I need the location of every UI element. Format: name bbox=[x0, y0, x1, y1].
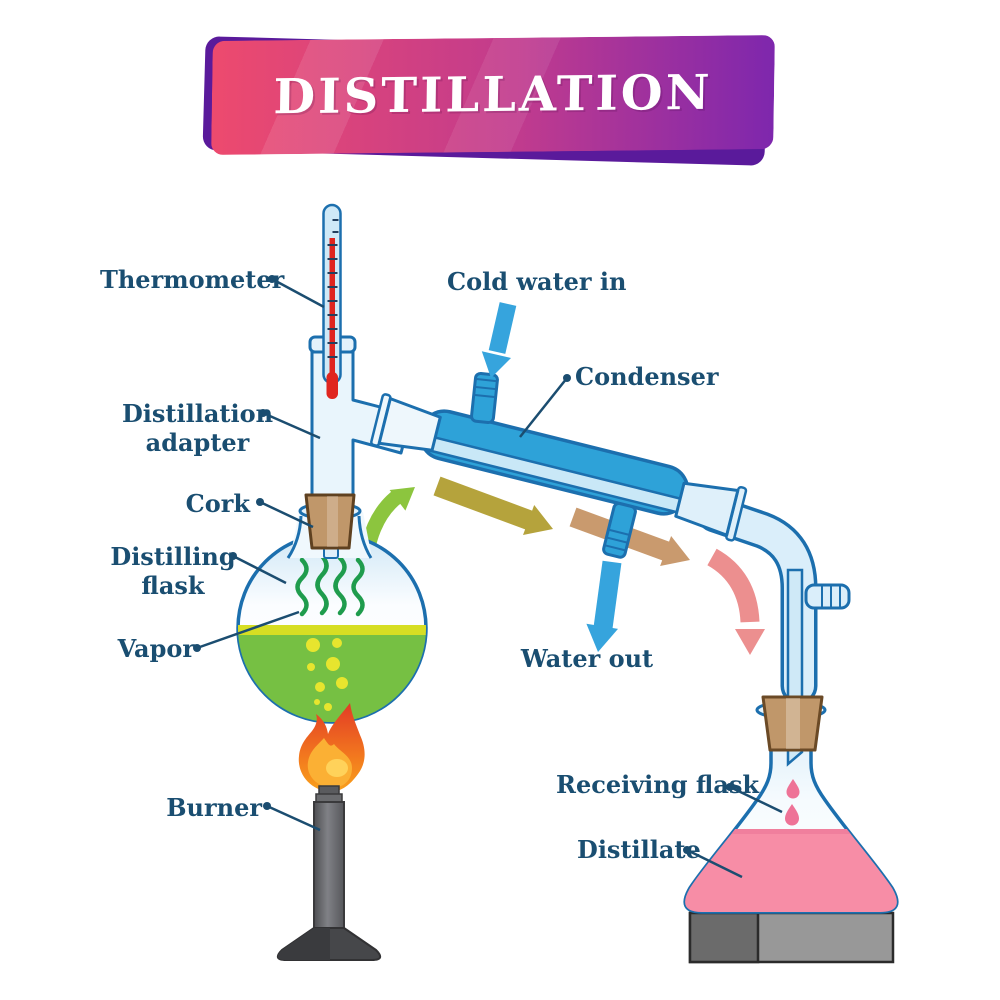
condenser-left-joint bbox=[370, 393, 442, 452]
receiving-flask-graphic bbox=[683, 568, 899, 914]
label-distillate: Distillate bbox=[577, 835, 701, 864]
droplet-icon bbox=[785, 804, 799, 826]
label-cork: Cork bbox=[185, 489, 250, 518]
vapor-rise-arrow-green-icon bbox=[361, 487, 415, 546]
water-inlet-nozzle bbox=[470, 371, 499, 425]
vapor-squiggles bbox=[295, 553, 365, 617]
thermometer-graphic bbox=[322, 203, 342, 399]
water-out-arrow-icon bbox=[586, 560, 622, 652]
condenser-right-joint bbox=[674, 481, 748, 542]
leader-lines bbox=[193, 275, 783, 879]
label-receiving-flask: Receiving flask bbox=[556, 770, 760, 799]
distilling-flask-graphic bbox=[236, 493, 428, 724]
vacuum-nozzle bbox=[804, 583, 851, 610]
droplet-icon bbox=[786, 779, 800, 799]
burner-graphic bbox=[276, 703, 382, 961]
label-cold-water-in: Cold water in bbox=[447, 267, 627, 296]
vapor-flow-arrow-olive-icon bbox=[433, 476, 553, 535]
label-burner: Burner bbox=[166, 793, 262, 822]
distillate-flow-arrow-pink-icon bbox=[707, 548, 765, 655]
label-water-out: Water out bbox=[520, 644, 654, 673]
label-condenser: Condenser bbox=[575, 362, 719, 391]
water-outlet-nozzle bbox=[602, 502, 637, 559]
label-distilling-flask: Distilling flask bbox=[110, 542, 236, 600]
label-thermometer: Thermometer bbox=[100, 265, 285, 294]
receiving-cork-graphic bbox=[761, 695, 824, 752]
label-vapor: Vapor bbox=[117, 634, 195, 663]
stand-graphic bbox=[688, 911, 895, 964]
thermometer-ticks bbox=[327, 219, 339, 358]
condenser-graphic bbox=[416, 371, 721, 559]
cold-water-in-arrow-icon bbox=[481, 302, 517, 378]
distilling-flask-liquid bbox=[238, 625, 426, 722]
label-distillation-adapter: Distillation adapter bbox=[121, 399, 274, 457]
cork-graphic bbox=[304, 493, 356, 550]
